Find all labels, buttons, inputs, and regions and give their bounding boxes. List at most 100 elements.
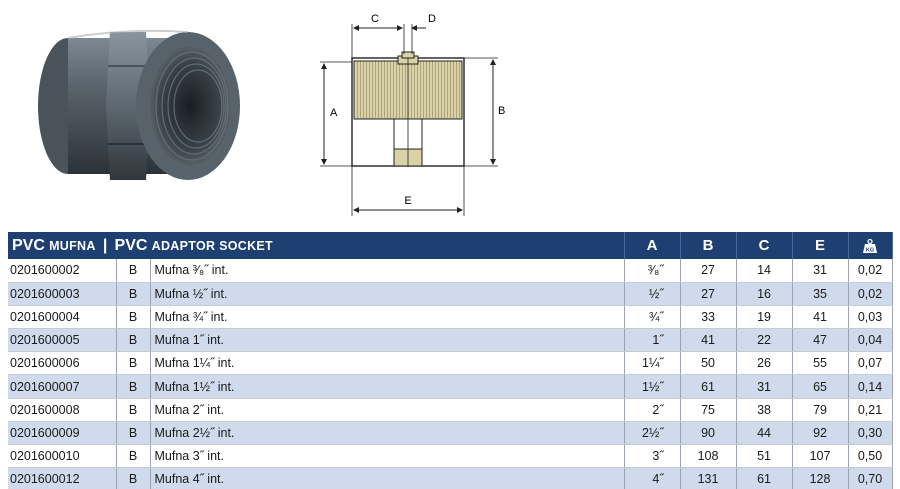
label-e: E bbox=[404, 195, 411, 207]
col-header-c: C bbox=[736, 232, 793, 259]
cell-w: 0,70 bbox=[848, 467, 893, 489]
title-pvc-2: PVC bbox=[114, 236, 148, 254]
cell-code: 0201600007 bbox=[8, 374, 117, 399]
title-pvc-1: PVC bbox=[12, 236, 45, 254]
label-d: D bbox=[428, 13, 436, 25]
cell-a: ¾˝ bbox=[624, 305, 681, 330]
cell-b: 90 bbox=[680, 421, 737, 446]
cell-b: 131 bbox=[680, 467, 737, 489]
cell-code: 0201600003 bbox=[8, 282, 117, 306]
cell-b: 27 bbox=[680, 282, 737, 306]
cell-a: 1½˝ bbox=[624, 374, 681, 399]
cell-code: 0201600009 bbox=[8, 421, 117, 446]
cell-a: 3˝ bbox=[624, 444, 681, 469]
cell-a: 2˝ bbox=[624, 398, 681, 422]
cell-e: 31 bbox=[792, 259, 849, 283]
cell-w: 0,07 bbox=[848, 351, 893, 376]
cell-group: B bbox=[116, 467, 151, 489]
cell-group: B bbox=[116, 374, 151, 399]
cell-b: 75 bbox=[680, 398, 737, 422]
cell-c: 44 bbox=[736, 421, 793, 446]
cell-a: 1¼˝ bbox=[624, 351, 681, 376]
col-header-weight: KG bbox=[848, 232, 893, 259]
table-title: PVC mufna | PVC adaptor socket bbox=[8, 232, 625, 259]
cell-a: ½˝ bbox=[624, 282, 681, 306]
cell-c: 22 bbox=[736, 328, 793, 353]
cell-code: 0201600005 bbox=[8, 328, 117, 353]
cell-b: 41 bbox=[680, 328, 737, 353]
cell-group: B bbox=[116, 421, 151, 446]
cell-e: 79 bbox=[792, 398, 849, 422]
cell-desc: Mufna 2˝ int. bbox=[150, 398, 625, 422]
col-header-a: A bbox=[624, 232, 681, 259]
label-c: C bbox=[371, 13, 379, 25]
cell-group: B bbox=[116, 351, 151, 376]
title-word-2: adaptor socket bbox=[151, 238, 273, 253]
cell-w: 0,02 bbox=[848, 282, 893, 306]
cell-a: 2½˝ bbox=[624, 421, 681, 446]
cell-c: 16 bbox=[736, 282, 793, 306]
cell-desc: Mufna 1½˝ int. bbox=[150, 374, 625, 399]
cell-a: ³⁄₈˝ bbox=[624, 259, 681, 283]
cell-code: 0201600010 bbox=[8, 444, 117, 469]
cell-desc: Mufna ³⁄₈˝ int. bbox=[150, 259, 625, 283]
cell-a: 1˝ bbox=[624, 328, 681, 353]
kg-icon-text: KG bbox=[866, 248, 874, 254]
cell-code: 0201600004 bbox=[8, 305, 117, 330]
cell-e: 128 bbox=[792, 467, 849, 489]
cell-e: 47 bbox=[792, 328, 849, 353]
cell-c: 38 bbox=[736, 398, 793, 422]
cell-b: 108 bbox=[680, 444, 737, 469]
cell-group: B bbox=[116, 328, 151, 353]
cell-desc: Mufna 1˝ int. bbox=[150, 328, 625, 353]
title-word-1: mufna bbox=[49, 238, 96, 253]
table-header: PVC mufna | PVC adaptor socket A B C E K… bbox=[8, 232, 893, 259]
dimension-drawing: C D A B E bbox=[320, 13, 505, 216]
label-b: B bbox=[498, 105, 505, 117]
cell-e: 35 bbox=[792, 282, 849, 306]
cell-w: 0,21 bbox=[848, 398, 893, 422]
cell-w: 0,04 bbox=[848, 328, 893, 353]
cell-code: 0201600002 bbox=[8, 259, 117, 283]
cell-b: 61 bbox=[680, 374, 737, 399]
cell-group: B bbox=[116, 305, 151, 330]
cell-e: 92 bbox=[792, 421, 849, 446]
cell-desc: Mufna 2½˝ int. bbox=[150, 421, 625, 446]
cell-desc: Mufna ¾˝ int. bbox=[150, 305, 625, 330]
cell-e: 41 bbox=[792, 305, 849, 330]
cell-e: 107 bbox=[792, 444, 849, 469]
col-header-b: B bbox=[680, 232, 737, 259]
cell-w: 0,30 bbox=[848, 421, 893, 446]
kg-weight-icon: KG bbox=[863, 238, 878, 254]
cell-group: B bbox=[116, 282, 151, 306]
cell-desc: Mufna 4˝ int. bbox=[150, 467, 625, 489]
cell-w: 0,03 bbox=[848, 305, 893, 330]
cell-e: 55 bbox=[792, 351, 849, 376]
cell-group: B bbox=[116, 398, 151, 422]
cell-c: 19 bbox=[736, 305, 793, 330]
cell-w: 0,50 bbox=[848, 444, 893, 469]
cell-w: 0,14 bbox=[848, 374, 893, 399]
cell-desc: Mufna ½˝ int. bbox=[150, 282, 625, 306]
cell-group: B bbox=[116, 259, 151, 283]
cell-desc: Mufna 3˝ int. bbox=[150, 444, 625, 469]
cell-w: 0,02 bbox=[848, 259, 893, 283]
spec-table: PVC mufna | PVC adaptor socket A B C E K… bbox=[8, 232, 893, 489]
cell-c: 51 bbox=[736, 444, 793, 469]
col-header-e: E bbox=[792, 232, 849, 259]
cell-code: 0201600006 bbox=[8, 351, 117, 376]
cell-c: 61 bbox=[736, 467, 793, 489]
product-photo bbox=[38, 29, 240, 180]
cell-c: 26 bbox=[736, 351, 793, 376]
label-a: A bbox=[330, 107, 338, 119]
cell-b: 50 bbox=[680, 351, 737, 376]
